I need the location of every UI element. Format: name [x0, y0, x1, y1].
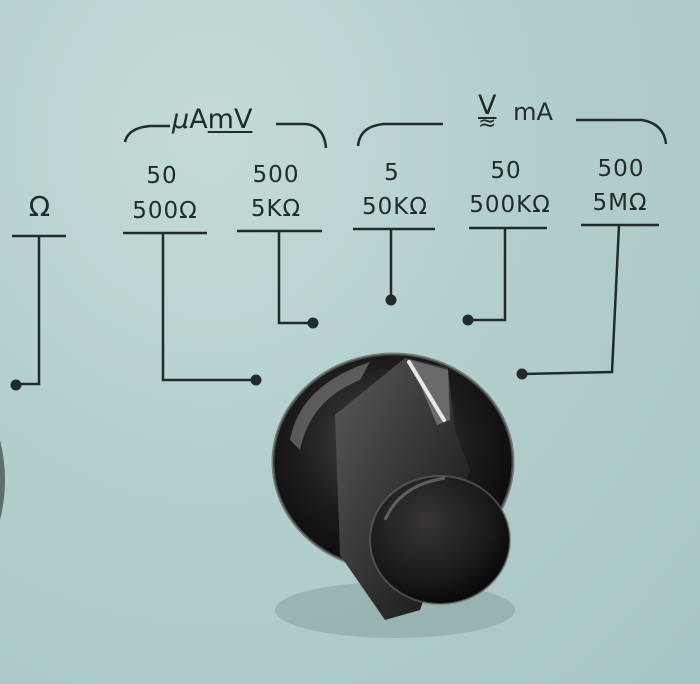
group-header-vma: V≈ mA — [478, 92, 553, 136]
contact-dot-50v — [462, 314, 474, 326]
resistance-500ohm: 500Ω — [132, 198, 198, 224]
resistance-5kohm: 5KΩ — [250, 196, 302, 222]
contact-dot-500 — [307, 317, 319, 329]
range-ohm: Ω — [28, 190, 52, 223]
bracket-vma — [356, 118, 668, 147]
rotary-selector-knob-icon[interactable] — [271, 352, 515, 638]
micro-prefix: µ — [172, 104, 190, 135]
ac-dc-volts: V≈ — [478, 92, 497, 136]
unit-a: A — [189, 104, 208, 135]
label-baselines — [12, 223, 659, 238]
contact-dot-ohm — [10, 379, 22, 391]
unit-mv: mV — [207, 104, 253, 135]
range-50-vma: 50 — [490, 158, 522, 184]
leader-lines — [16, 224, 621, 386]
range-5: 5 — [384, 160, 400, 186]
contact-dot-500v — [516, 368, 528, 380]
resistance-5mohm: 5MΩ — [592, 190, 648, 216]
range-500-vma: 500 — [597, 156, 645, 182]
unit-ma: mA — [513, 98, 553, 126]
unit-v: V — [478, 90, 497, 121]
pointer-indicator — [407, 360, 446, 422]
ac-dc-symbol: ≈ — [478, 111, 497, 136]
bracket-micro — [123, 122, 328, 149]
contact-dot-5 — [385, 294, 397, 306]
range-50-micro: 50 — [146, 163, 178, 189]
range-500-micro: 500 — [252, 162, 300, 188]
contact-dots — [10, 294, 528, 391]
contact-dot-50 — [250, 374, 262, 386]
resistance-50kohm: 50KΩ — [362, 194, 428, 220]
resistance-500kohm: 500KΩ — [469, 192, 551, 218]
group-header-micro: µAmV — [172, 104, 252, 135]
